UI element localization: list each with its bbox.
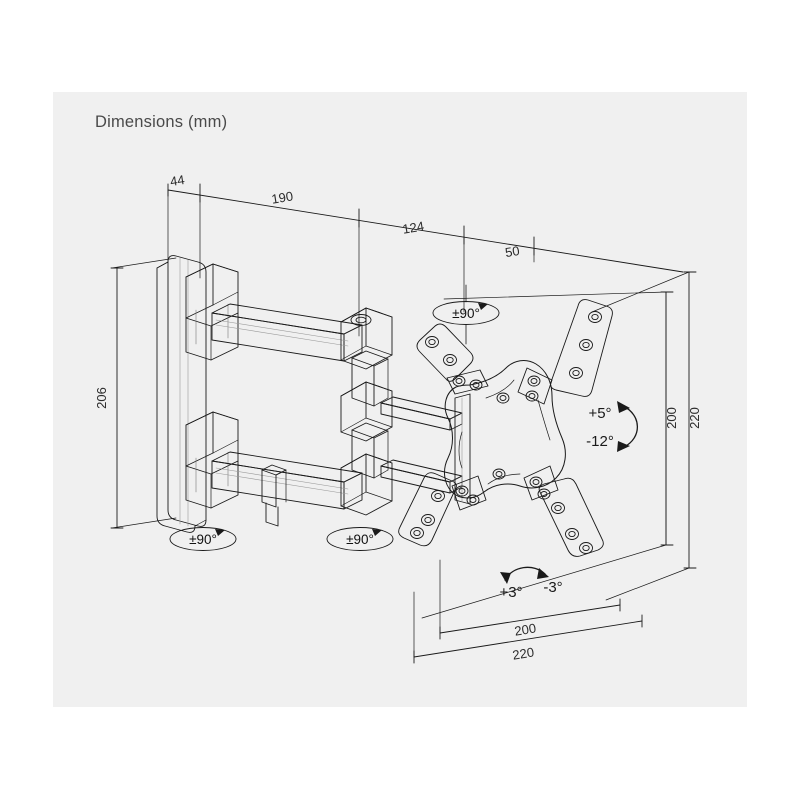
vesa-hole-pad-bottom-right <box>523 465 559 501</box>
wall-plate <box>156 255 207 533</box>
vesa-hole-pad-bottom-left <box>451 475 487 511</box>
swivel-ellipse-elbow <box>326 527 394 551</box>
dim-label-44: 44 <box>169 172 186 189</box>
dim-label-220-vertical: 220 <box>687 407 702 429</box>
elbow-link-lower <box>380 459 463 494</box>
vesa-hole-pad-top-left <box>446 369 489 395</box>
angle-label-swivel-elbow: ±90° <box>346 532 374 547</box>
angle-label-swivel-wall: ±90° <box>189 532 217 547</box>
angle-label-tilt-down: -12° <box>586 433 614 450</box>
dim-label-200-horizontal: 200 <box>513 620 537 638</box>
vesa-reference-box <box>421 271 690 619</box>
drawing-panel <box>53 92 747 707</box>
vesa-hole-pad-top-right <box>517 367 553 405</box>
angle-label-rotate-negative: -3° <box>543 579 562 596</box>
bottom-dimension-200 <box>439 559 621 640</box>
upper-wall-hinge <box>185 263 239 361</box>
page-title: Dimensions (mm) <box>95 113 228 131</box>
right-dimension-220 <box>683 271 697 569</box>
dim-label-124: 124 <box>401 218 425 236</box>
swivel-ellipse-top <box>432 284 500 345</box>
angle-label-tilt-up: +5° <box>588 405 611 422</box>
elbow-link-upper <box>380 396 463 431</box>
vesa-extension-arm-bottom-right <box>538 477 604 557</box>
tilt-arrow <box>617 401 638 452</box>
vesa-plate <box>444 360 566 499</box>
dim-label-220-horizontal: 220 <box>511 644 535 662</box>
rotation-arc-arrow <box>500 566 549 584</box>
vesa-extension-arm-top-left <box>416 323 474 382</box>
dim-label-50: 50 <box>504 243 521 260</box>
lower-wall-hinge <box>185 411 239 509</box>
middle-pivot-column <box>340 307 393 516</box>
dim-label-190: 190 <box>270 188 294 206</box>
top-dimension-chain <box>167 183 684 337</box>
vesa-inner-holes <box>492 392 510 480</box>
bottom-dimension-220 <box>413 591 643 664</box>
lower-arm <box>211 451 363 510</box>
dim-label-200-vertical: 200 <box>664 407 679 429</box>
cable-clip <box>261 464 287 527</box>
left-dimension-206 <box>110 257 177 529</box>
angle-label-rotate-positive: +3° <box>499 584 522 601</box>
vesa-extension-arm-top-right <box>550 299 613 397</box>
dimension-labels: 44 190 124 50 206 200 220 200 220 <box>94 172 702 663</box>
angle-label-swivel-top: ±90° <box>452 306 480 321</box>
swivel-ellipse-wall <box>169 527 237 551</box>
dim-label-206: 206 <box>94 387 109 409</box>
vesa-extension-arm-bottom-left <box>398 472 457 547</box>
angle-labels: ±90° ±90° ±90° +5° -12° +3° -3° <box>189 306 614 601</box>
upper-arm <box>211 303 363 362</box>
